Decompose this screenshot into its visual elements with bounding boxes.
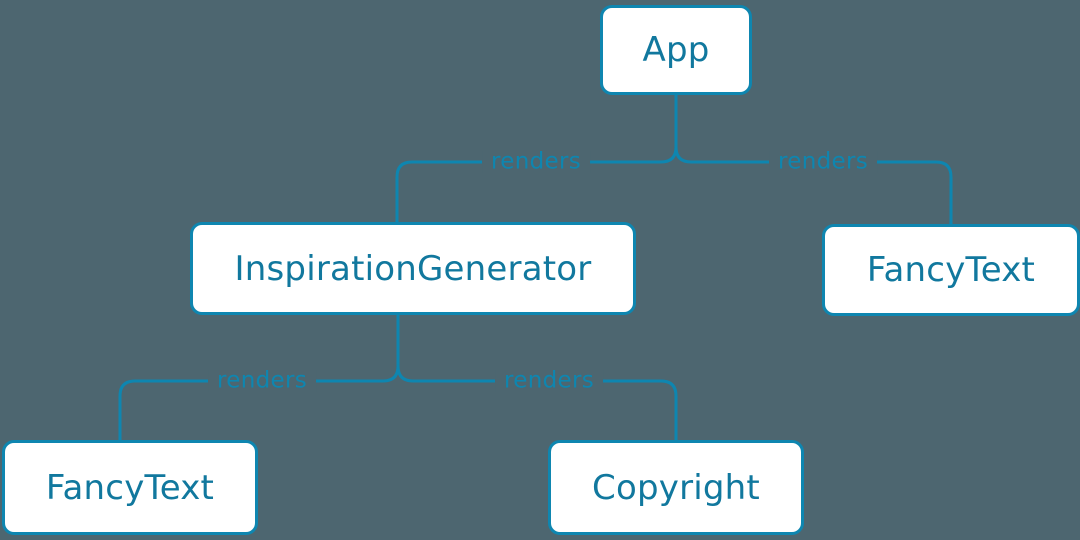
node-fancytext-bottom-left[interactable]: FancyText (2, 440, 258, 535)
node-inspiration-generator[interactable]: InspirationGenerator (190, 222, 636, 315)
edge-label-inspiration-to-copyright: renders (495, 369, 603, 393)
node-fancytext-bottom-left-label: FancyText (45, 467, 215, 508)
edge-label-inspiration-to-fancytext-bottomleft: renders (208, 369, 316, 393)
node-inspiration-generator-label: InspirationGenerator (234, 248, 592, 289)
node-app-label: App (642, 30, 710, 70)
node-app[interactable]: App (600, 5, 752, 95)
node-fancytext-right[interactable]: FancyText (822, 224, 1080, 316)
edge-label-app-to-fancytext-right: renders (769, 150, 877, 174)
edge-app-to-inspiration (395, 145, 678, 224)
edge-inspiration-to-copyright (396, 364, 678, 442)
edge-inspiration-to-fancytext-bottomleft (118, 364, 400, 442)
edge-app-to-fancytext-right (674, 145, 953, 226)
node-fancytext-right-label: FancyText (866, 250, 1036, 290)
edge-label-app-to-inspiration: renders (482, 150, 590, 174)
node-copyright-label: Copyright (592, 467, 760, 508)
node-copyright[interactable]: Copyright (548, 440, 804, 535)
